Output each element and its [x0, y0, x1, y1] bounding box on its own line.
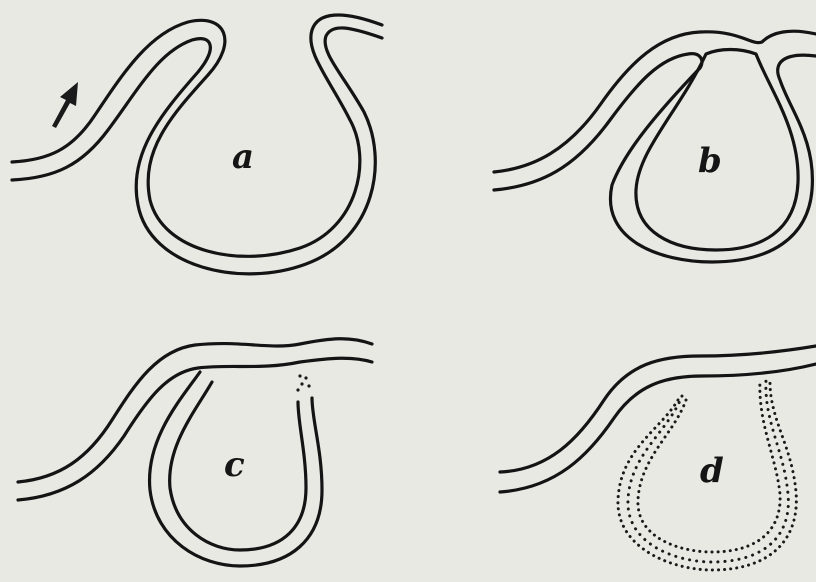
panel-c-break-dot — [304, 376, 307, 379]
panel-c-break-dot — [296, 388, 299, 391]
panel-b-outer-wall — [494, 31, 816, 172]
panel-a: a — [12, 15, 382, 274]
panel-b-label: b — [698, 141, 722, 181]
panel-c-label: c — [224, 445, 245, 485]
panel-c-break-dot — [307, 384, 310, 387]
panel-a-label: a — [232, 137, 254, 177]
arrow-icon — [52, 82, 78, 128]
panel-c-break-dot — [300, 382, 303, 385]
panel-c-break-dot — [298, 374, 301, 377]
panel-b: b — [494, 31, 816, 262]
panel-d: d — [500, 346, 816, 570]
panel-d-label: d — [700, 451, 724, 491]
panel-a-inner-wall — [12, 28, 382, 274]
panel-c: c — [18, 339, 372, 566]
